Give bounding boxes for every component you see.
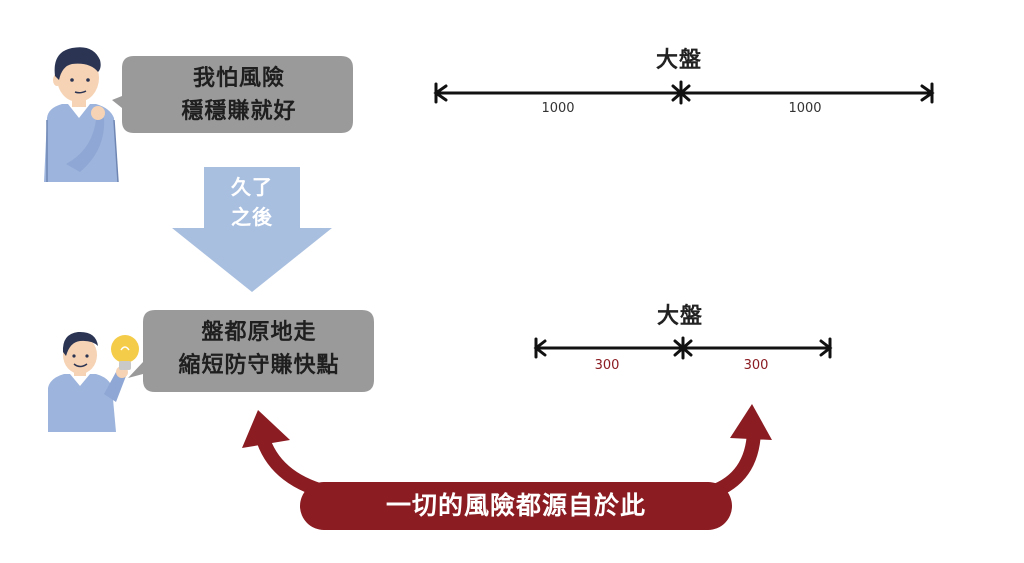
light-bulb-icon [111,335,139,370]
top-scale-line [433,80,935,105]
down-arrow-line-2: 之後 [231,205,273,229]
top-bubble-line-2: 穩穩賺就好 [181,99,297,124]
down-arrow-text: 久了 之後 [204,172,300,232]
bottom-bubble-text: 盤都原地走 縮短防守賺快點 [146,316,372,382]
bottom-speech-bubble [128,310,374,392]
down-arrow [172,167,332,292]
top-scale-left-value: 1000 [541,101,575,116]
top-bubble-line-1: 我怕風險 [192,66,285,91]
left-curved-arrow [242,410,333,499]
right-curved-arrow [705,404,772,499]
down-arrow-line-1: 久了 [231,175,273,199]
top-bubble-text: 我怕風險 穩穩賺就好 [128,62,350,128]
bottom-scale-right-value: 300 [743,358,769,373]
top-scale-title: 大盤 [656,48,703,73]
bottom-bubble-line-1: 盤都原地走 [201,320,317,345]
top-scale-right-value: 1000 [788,101,822,116]
bottom-bubble-line-2: 縮短防守賺快點 [178,353,340,378]
bottom-scale-left-value: 300 [594,358,620,373]
thinking-person-illustration [44,47,119,183]
top-speech-bubble [112,56,353,133]
bottom-scale-title: 大盤 [657,304,704,329]
idea-person-illustration [48,331,139,432]
risk-banner: 一切的風險都源自於此 [300,482,732,530]
bottom-scale-line [533,336,833,360]
